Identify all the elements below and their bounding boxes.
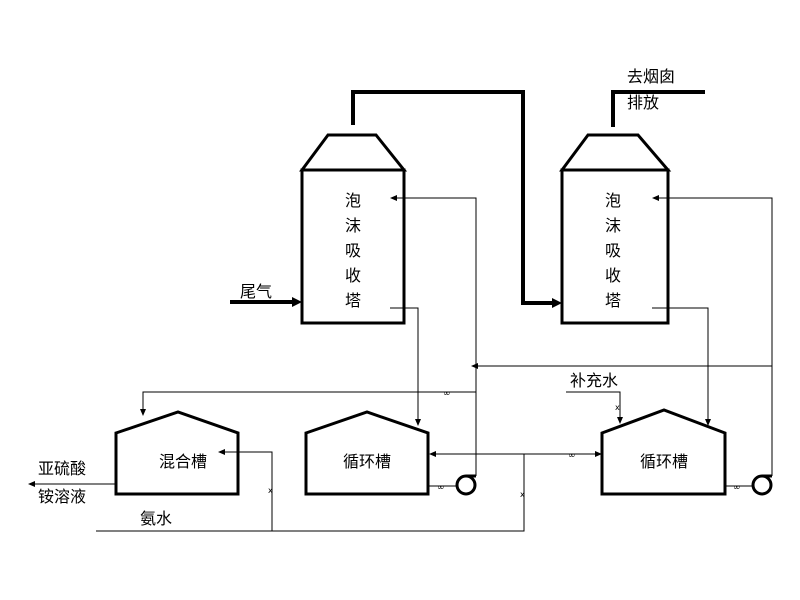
tank-transfer-arrow-to-tank-1 <box>429 451 436 457</box>
tower-1-recycle-arrow <box>390 195 397 201</box>
discharge-label: 排放 <box>627 93 659 112</box>
tower-1-char-4: 收 <box>345 266 361 285</box>
to-chimney-label: 去烟囱 <box>627 67 675 86</box>
circulation-tank-2: 循环槽 <box>600 408 727 496</box>
exhaust-line-to-chimney <box>611 90 705 127</box>
tower-1-char-2: 沫 <box>345 216 361 235</box>
tail-gas-label: 尾气 <box>240 282 272 301</box>
tower-2-char-4: 收 <box>605 266 621 285</box>
gas-line-tower1-to-tower2 <box>351 90 553 305</box>
tower-2-recycle-arrow <box>652 195 659 201</box>
ammonia-valve-mark-2: x <box>520 490 525 499</box>
tower-2-char-2: 沫 <box>605 216 621 235</box>
product-label-line-1: 亚硫酸 <box>38 459 86 478</box>
pump-2-suction-valve-mark: ∞ <box>733 483 741 493</box>
foam-absorption-tower-2: 泡 沫 吸 收 塔 <box>559 133 672 325</box>
circulation-tank-1-label: 循环槽 <box>343 452 391 471</box>
foam-absorption-tower-1: 泡 沫 吸 收 塔 <box>299 133 408 325</box>
tail-gas-inlet-arrow <box>292 297 302 307</box>
tower-2-char-3: 吸 <box>605 241 621 260</box>
ammonia-water-line <box>96 454 525 532</box>
mixing-tank: 混合槽 <box>114 410 240 496</box>
overflow-arrow-1 <box>471 363 478 369</box>
tower-1-drain-arrow <box>415 419 421 426</box>
tower-2-char-5: 塔 <box>605 291 621 310</box>
tower-1-char-5: 塔 <box>345 291 361 310</box>
circulation-tank-1: 循环槽 <box>304 410 430 496</box>
ammonia-to-mixing-tank-arrow <box>218 449 225 455</box>
overflow-to-mixing-tank-line-2 <box>142 391 476 412</box>
ammonia-to-mixing-tank-line <box>222 451 273 531</box>
ammonia-valve-mark-1: x <box>268 486 273 495</box>
makeup-water-label: 补充水 <box>570 371 618 390</box>
tower-1-char-1: 泡 <box>345 191 361 210</box>
tower-1-recycle-line <box>394 197 477 476</box>
transfer-valve-mark: ∞ <box>568 451 576 461</box>
tower-2-char-1: 泡 <box>605 191 621 210</box>
makeup-water-line <box>566 391 621 420</box>
ammonia-water-label: 氨水 <box>140 509 172 528</box>
overflow-arrow-2 <box>140 409 146 416</box>
tower-1-char-3: 吸 <box>345 241 361 260</box>
tower-2-recycle-line <box>656 197 773 476</box>
circulation-tank-2-label: 循环槽 <box>640 452 688 471</box>
circulation-pump-2 <box>751 474 773 496</box>
tank-transfer-arrow-to-tank-2 <box>595 451 602 457</box>
pump-1-suction-valve-mark: ∞ <box>437 483 445 493</box>
tower-2-drain-arrow <box>705 419 711 426</box>
overflow-valve-mark: ∞ <box>443 389 451 399</box>
gas-inlet-arrow-tower-2 <box>552 298 562 308</box>
product-outlet-arrow <box>28 481 35 487</box>
tower-2-drain-line <box>652 307 709 422</box>
circulation-pump-1 <box>455 474 477 496</box>
makeup-water-valve-mark: x <box>615 403 620 412</box>
tower-1-drain-line <box>390 307 419 422</box>
mixing-tank-label: 混合槽 <box>159 452 207 471</box>
product-label-line-2: 铵溶液 <box>38 487 86 506</box>
makeup-water-arrow <box>617 417 623 424</box>
